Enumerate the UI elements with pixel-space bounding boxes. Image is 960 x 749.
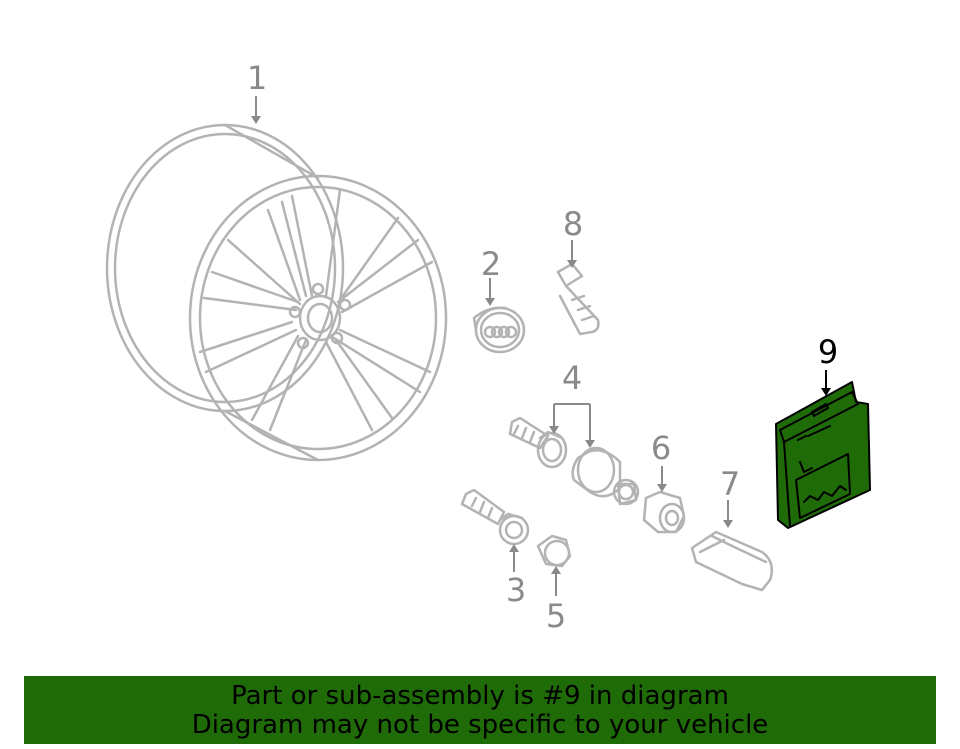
wheel-part-1	[105, 123, 448, 462]
callout-9: 9	[817, 333, 839, 371]
wheel-rim-back-inner	[113, 132, 337, 404]
callout-8: 8	[562, 205, 584, 243]
valve-part-3	[460, 488, 530, 546]
center-cap-part-2	[472, 306, 526, 354]
callout-5: 5	[545, 597, 567, 635]
callout-7: 7	[719, 465, 741, 503]
callout-2: 2	[480, 245, 502, 283]
parts-diagram	[105, 96, 871, 596]
wheel-hub	[298, 294, 342, 342]
wheel-rim-front-inner	[198, 185, 438, 451]
lug-bolt-part-4a	[508, 416, 568, 469]
callout-1: 1	[246, 59, 268, 97]
lug-bolt-part-4b	[571, 446, 640, 506]
wheel-rim-front	[188, 174, 448, 462]
tool-part-7	[690, 530, 773, 592]
valve-stem-part-8	[556, 262, 600, 336]
tpms-module-part-9	[775, 381, 871, 529]
banner-line-2: Diagram may not be specific to your vehi…	[191, 710, 769, 740]
info-banner: Part or sub-assembly is #9 in diagram Di…	[24, 676, 936, 744]
cap-part-5	[536, 534, 572, 568]
nut-part-6	[642, 490, 686, 534]
callout-4: 4	[561, 359, 583, 397]
callout-6: 6	[650, 429, 672, 467]
callout-3: 3	[505, 571, 527, 609]
banner-line-1: Part or sub-assembly is #9 in diagram	[231, 681, 729, 711]
